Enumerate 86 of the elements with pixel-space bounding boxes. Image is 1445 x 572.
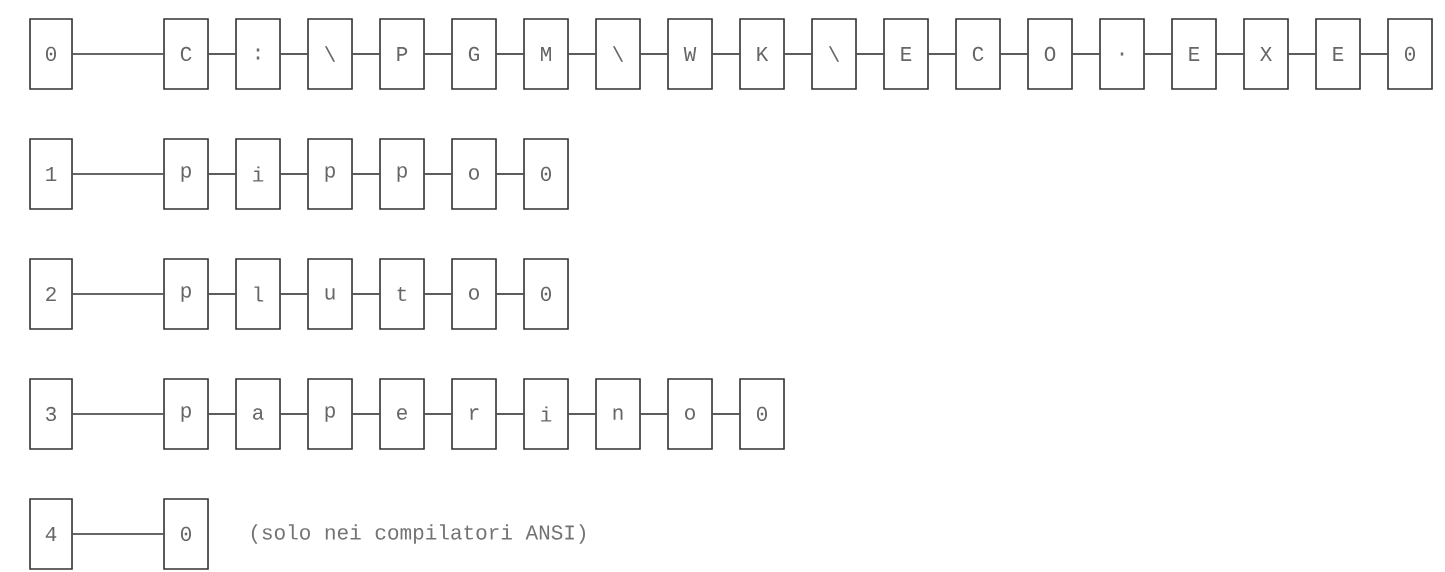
character-box: 0 <box>523 138 569 210</box>
character-box: p <box>163 258 209 330</box>
connector-line <box>784 53 812 55</box>
character-box: o <box>667 378 713 450</box>
connector-line <box>856 53 884 55</box>
connector-line <box>1360 53 1388 55</box>
connector-line <box>424 293 452 295</box>
connector-line <box>1216 53 1244 55</box>
connector-line <box>72 293 164 295</box>
note-text: (solo nei compilatori ANSI) <box>251 524 585 544</box>
connector-line <box>1288 53 1316 55</box>
character-box: p <box>163 378 209 450</box>
character-box: a <box>235 378 281 450</box>
character-box: t <box>379 258 425 330</box>
character-box: E <box>1171 18 1217 90</box>
character-box: 0 <box>163 498 209 570</box>
index-box: 2 <box>29 258 73 330</box>
character-box: M <box>523 18 569 90</box>
connector-line <box>208 413 236 415</box>
character-box: E <box>1315 18 1361 90</box>
connector-line <box>352 173 380 175</box>
character-box: u <box>307 258 353 330</box>
index-box: 4 <box>29 498 73 570</box>
character-box: l <box>235 258 281 330</box>
connector-line <box>568 53 596 55</box>
connector-line <box>496 293 524 295</box>
character-box: o <box>451 258 497 330</box>
connector-line <box>496 173 524 175</box>
connector-line <box>72 53 164 55</box>
connector-line <box>1072 53 1100 55</box>
character-box: p <box>163 138 209 210</box>
connector-line <box>712 413 740 415</box>
character-box: p <box>307 378 353 450</box>
connector-line <box>352 413 380 415</box>
index-box: 0 <box>29 18 73 90</box>
character-box: n <box>595 378 641 450</box>
connector-line <box>352 53 380 55</box>
connector-line <box>352 293 380 295</box>
connector-line <box>72 173 164 175</box>
connector-line <box>424 413 452 415</box>
connector-line <box>72 533 164 535</box>
connector-line <box>640 53 668 55</box>
character-box: P <box>379 18 425 90</box>
connector-line <box>280 173 308 175</box>
character-box: \ <box>811 18 857 90</box>
character-box: . <box>1099 18 1145 90</box>
character-box: C <box>163 18 209 90</box>
character-box: K <box>739 18 785 90</box>
connector-line <box>424 53 452 55</box>
character-box: X <box>1243 18 1289 90</box>
connector-line <box>496 413 524 415</box>
connector-line <box>928 53 956 55</box>
connector-line <box>72 413 164 415</box>
character-box: : <box>235 18 281 90</box>
character-box: \ <box>307 18 353 90</box>
character-box: p <box>307 138 353 210</box>
connector-line <box>640 413 668 415</box>
connector-line <box>208 173 236 175</box>
index-box: 3 <box>29 378 73 450</box>
connector-line <box>1144 53 1172 55</box>
character-box: E <box>883 18 929 90</box>
connector-line <box>712 53 740 55</box>
connector-line <box>1000 53 1028 55</box>
character-box: o <box>451 138 497 210</box>
connector-line <box>280 413 308 415</box>
connector-line <box>208 293 236 295</box>
index-box: 1 <box>29 138 73 210</box>
connector-line <box>280 53 308 55</box>
character-box: e <box>379 378 425 450</box>
connector-line <box>496 53 524 55</box>
character-box: r <box>451 378 497 450</box>
connector-line <box>208 53 236 55</box>
character-box: 0 <box>1387 18 1433 90</box>
character-box: \ <box>595 18 641 90</box>
character-box: 0 <box>739 378 785 450</box>
character-box: O <box>1027 18 1073 90</box>
connector-line <box>568 413 596 415</box>
character-box: 0 <box>523 258 569 330</box>
character-box: W <box>667 18 713 90</box>
connector-line <box>280 293 308 295</box>
character-box: p <box>379 138 425 210</box>
character-box: i <box>523 378 569 450</box>
character-box: G <box>451 18 497 90</box>
character-box: i <box>235 138 281 210</box>
character-box: C <box>955 18 1001 90</box>
connector-line <box>424 173 452 175</box>
